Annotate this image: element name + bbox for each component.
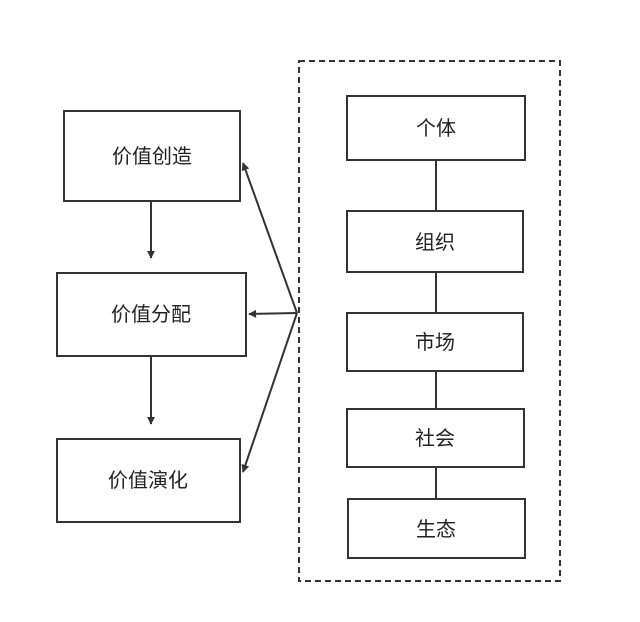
node-value-distribution: 价值分配 bbox=[56, 272, 247, 357]
node-market-label: 市场 bbox=[415, 330, 455, 354]
node-organization-label: 组织 bbox=[415, 230, 455, 254]
arrow-group-to-creation bbox=[241, 162, 298, 314]
node-value-evolution-label: 价值演化 bbox=[108, 468, 188, 492]
node-ecology: 生态 bbox=[347, 498, 526, 559]
node-organization: 组织 bbox=[346, 210, 524, 273]
node-individual: 个体 bbox=[346, 95, 526, 161]
arrow-group-to-evolution bbox=[241, 312, 298, 473]
arrow-group-to-distribution bbox=[248, 309, 298, 318]
node-individual-label: 个体 bbox=[416, 116, 456, 140]
node-value-distribution-label: 价值分配 bbox=[111, 302, 191, 326]
node-value-evolution: 价值演化 bbox=[56, 438, 241, 523]
node-ecology-label: 生态 bbox=[416, 517, 456, 541]
node-society-label: 社会 bbox=[415, 426, 455, 450]
node-value-creation-label: 价值创造 bbox=[112, 144, 192, 168]
levels-group-border bbox=[298, 60, 561, 582]
node-market: 市场 bbox=[346, 312, 524, 372]
node-value-creation: 价值创造 bbox=[63, 110, 241, 202]
node-society: 社会 bbox=[346, 408, 525, 468]
